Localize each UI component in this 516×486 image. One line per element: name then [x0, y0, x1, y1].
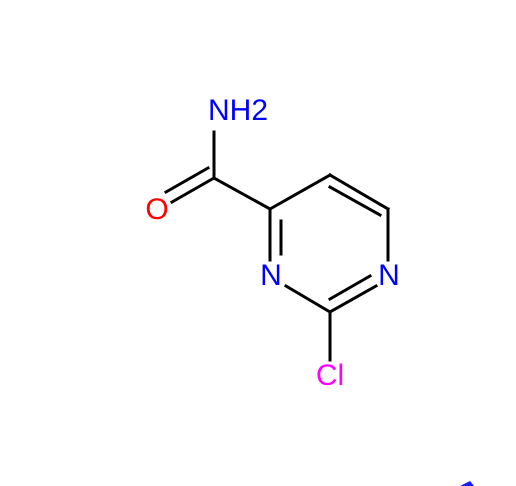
atom-label-carbonyl-o: O [145, 193, 168, 226]
bond-c5-c6-outer [327, 172, 391, 212]
atom-labels: NH2 O N N Cl [145, 94, 400, 392]
bond-c4-c5 [267, 172, 333, 212]
atom-label-chlorine: Cl [316, 359, 344, 392]
atom-label-amide-nh2: NH2 [208, 94, 268, 127]
atom-label-ring-n3: N [260, 259, 282, 292]
bond-c4-to-carbonyl-c [211, 175, 273, 212]
atom-label-ring-n1: N [378, 259, 400, 292]
bond-carbonyl-double-2 [163, 165, 211, 195]
bond-c5-c6-inner [327, 184, 383, 218]
bond-n1-c2-outer [327, 283, 379, 315]
bond-n1-c2-inner [327, 273, 373, 302]
bond-c2-n3 [283, 283, 333, 315]
bonds [163, 130, 391, 362]
corner-arrow-mark [460, 481, 474, 486]
bond-carbonyl-double-1 [169, 175, 217, 205]
